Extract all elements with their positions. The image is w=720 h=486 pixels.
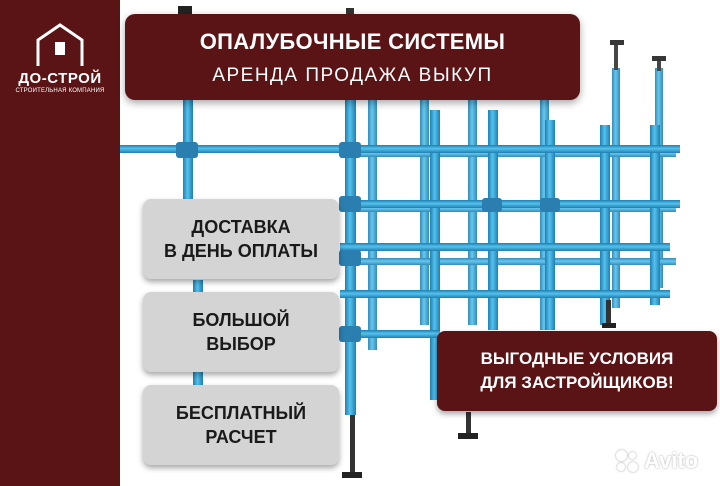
feature-card-line: ВЫБОР	[206, 334, 276, 354]
headline-title: ОПАЛУБОЧНЫЕ СИСТЕМЫ	[199, 29, 506, 54]
promo-line: ВЫГОДНЫЕ УСЛОВИЯ	[480, 349, 674, 368]
feature-card-line: ДОСТАВКА	[191, 217, 291, 237]
house-icon	[36, 23, 84, 66]
feature-card-line: БЕСПЛАТНЫЙ	[175, 403, 307, 423]
feature-card-delivery: ДОСТАВКА В ДЕНЬ ОПЛАТЫ	[143, 199, 339, 279]
headline-services: АРЕНДА ПРОДАЖА ВЫКУП	[212, 65, 493, 86]
feature-card-choice: БОЛЬШОЙ ВЫБОР	[143, 292, 339, 372]
feature-card-line: РАСЧЕТ	[205, 427, 277, 447]
promo-banner: ВЫГОДНЫЕ УСЛОВИЯ ДЛЯ ЗАСТРОЙЩИКОВ!	[437, 331, 717, 411]
avito-watermark: Avito	[614, 446, 714, 476]
headline-banner: ОПАЛУБОЧНЫЕ СИСТЕМЫ АРЕНДА ПРОДАЖА ВЫКУП	[125, 14, 580, 100]
avito-text: Avito	[644, 448, 699, 473]
feature-card-line: БОЛЬШОЙ	[192, 310, 290, 330]
company-subtitle: СТРОИТЕЛЬНАЯ КОМПАНИЯ	[15, 88, 105, 94]
company-logo: ДО-СТРОЙ СТРОИТЕЛЬНАЯ КОМПАНИЯ	[6, 22, 114, 102]
avito-dots-icon	[614, 448, 640, 474]
scaffold-illustration	[120, 6, 680, 478]
company-name: ДО-СТРОЙ	[18, 70, 102, 87]
feature-card-line: В ДЕНЬ ОПЛАТЫ	[163, 241, 319, 261]
feature-card-calculation: БЕСПЛАТНЫЙ РАСЧЕТ	[143, 385, 339, 465]
brand-sidebar: ДО-СТРОЙ СТРОИТЕЛЬНАЯ КОМПАНИЯ	[0, 0, 120, 486]
promo-line: ДЛЯ ЗАСТРОЙЩИКОВ!	[480, 373, 674, 392]
